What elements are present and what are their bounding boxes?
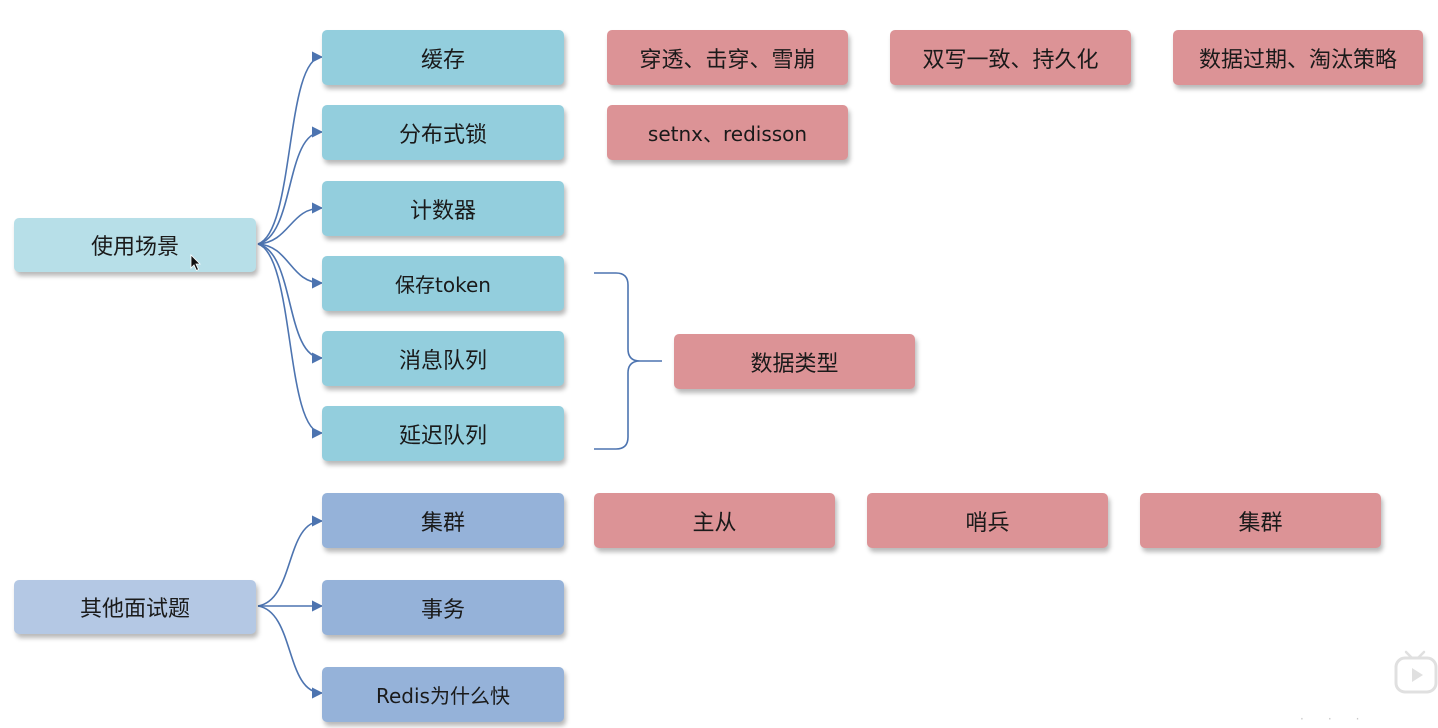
arrow-delay [257, 243, 324, 439]
branch-message-queue[interactable]: 消息队列 [322, 331, 564, 386]
branch-distributed-lock[interactable]: 分布式锁 [322, 105, 564, 160]
arrow-fast [257, 605, 324, 699]
topic-cluster[interactable]: 集群 [1140, 493, 1381, 548]
topic-data-types[interactable]: 数据类型 [674, 334, 915, 389]
bracket [594, 272, 662, 450]
faint-dots: ··· [1300, 712, 1384, 726]
play-watermark-icon [1394, 650, 1438, 694]
branch-why-redis-fast[interactable]: Redis为什么快 [322, 667, 564, 722]
root-other-questions[interactable]: 其他面试题 [14, 580, 256, 634]
branch-cluster[interactable]: 集群 [322, 493, 564, 548]
mouse-cursor-icon [190, 254, 201, 272]
branch-counter[interactable]: 计数器 [322, 181, 564, 236]
branch-save-token[interactable]: 保存token [322, 256, 564, 311]
topic-master-slave[interactable]: 主从 [594, 493, 835, 548]
arrow-lock [257, 126, 324, 245]
arrow-token [257, 243, 324, 289]
arrow-cache [257, 51, 324, 245]
branch-cache[interactable]: 缓存 [322, 30, 564, 85]
topic-setnx-redisson[interactable]: setnx、redisson [607, 105, 848, 160]
root-usage-scenarios[interactable]: 使用场景 [14, 218, 256, 272]
branch-transaction[interactable]: 事务 [322, 580, 564, 635]
branch-delay-queue[interactable]: 延迟队列 [322, 406, 564, 461]
topic-sentinel[interactable]: 哨兵 [867, 493, 1108, 548]
topic-expiration-eviction[interactable]: 数据过期、淘汰策略 [1173, 30, 1423, 85]
arrow-cluster [257, 515, 324, 607]
arrow-mq [257, 243, 324, 364]
arrow-counter [257, 202, 324, 245]
topic-double-write-persistence[interactable]: 双写一致、持久化 [890, 30, 1131, 85]
topic-penetration-breakdown-avalanche[interactable]: 穿透、击穿、雪崩 [607, 30, 848, 85]
